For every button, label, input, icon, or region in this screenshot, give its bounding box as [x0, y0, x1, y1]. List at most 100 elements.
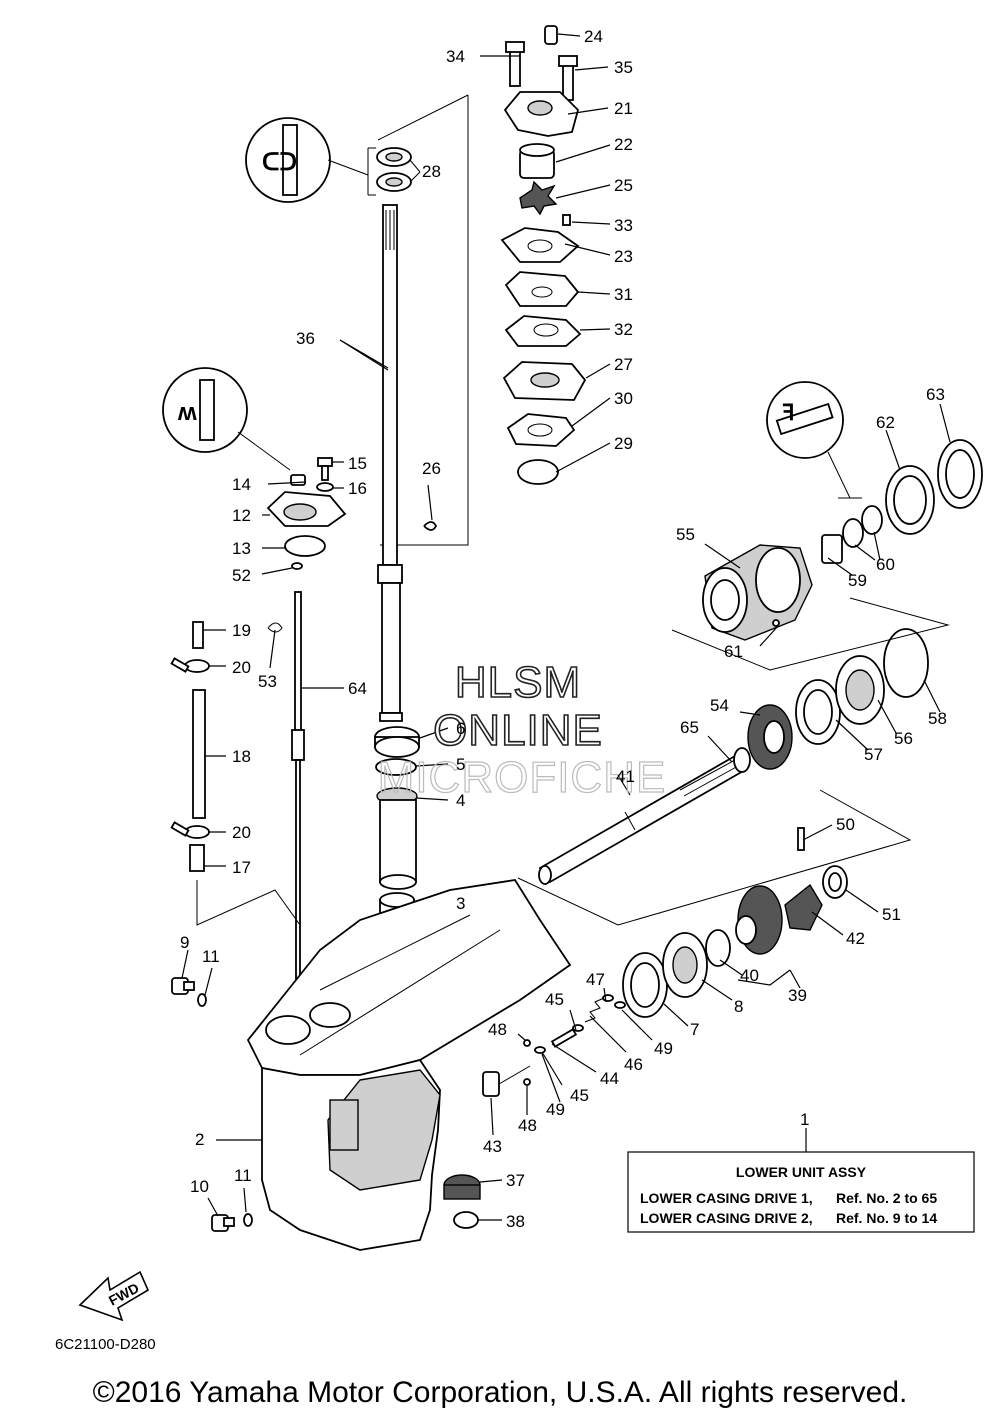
callout-33: 33 — [614, 216, 633, 235]
callout-26: 26 — [422, 459, 441, 478]
callout-19: 19 — [232, 621, 251, 640]
callout-30: 30 — [614, 389, 633, 408]
callout-13: 13 — [232, 539, 251, 558]
callout-53: 53 — [258, 672, 277, 691]
prop-shaft-box — [517, 789, 912, 926]
callout-8: 8 — [734, 997, 743, 1016]
callout-20a: 20 — [232, 658, 251, 677]
water-pump-leaders — [480, 33, 611, 473]
callout-39: 39 — [788, 986, 807, 1005]
callout-61: 61 — [724, 642, 743, 661]
casing-leaders — [181, 949, 262, 1217]
reverse-gear-group — [622, 827, 848, 1018]
callout-27: 27 — [614, 355, 633, 374]
callout-58: 58 — [928, 709, 947, 728]
shift-plunger-group — [482, 994, 626, 1097]
forward-gear-54 — [733, 704, 793, 773]
detail-circle-shift: ʍ — [162, 367, 291, 471]
callout-14: 14 — [232, 475, 251, 494]
callout-9: 9 — [180, 933, 189, 952]
bracket-9 — [196, 880, 301, 926]
detail-circle-housing: ꟻ — [766, 381, 862, 499]
assembly-reference-box: LOWER UNIT ASSY LOWER CASING DRIVE 1, Re… — [627, 1151, 975, 1233]
assy-row1-name: LOWER CASING DRIVE 1, — [640, 1190, 813, 1206]
callout-62: 62 — [876, 413, 895, 432]
callout-24: 24 — [584, 27, 603, 46]
callout-52: 52 — [232, 566, 251, 585]
callout-36: 36 — [296, 329, 315, 348]
callout-28: 28 — [422, 162, 441, 181]
diagram-code: 6C21100-D280 — [55, 1336, 156, 1353]
callout-11a: 11 — [202, 947, 220, 966]
assy-row1-ref: Ref. No. 2 to 65 — [836, 1190, 937, 1206]
callout-63: 63 — [926, 385, 945, 404]
plunger-leaders — [490, 987, 653, 1136]
callout-2: 2 — [195, 1130, 204, 1149]
callout-41: 41 — [616, 767, 635, 786]
assy-title: LOWER UNIT ASSY — [736, 1164, 867, 1180]
callout-50: 50 — [836, 815, 855, 834]
callout-31: 31 — [614, 285, 633, 304]
callout-20b: 20 — [232, 823, 251, 842]
key-26 — [423, 521, 438, 531]
water-pump-stack — [500, 25, 587, 485]
callout-1: 1 — [800, 1110, 809, 1129]
callout-65: 65 — [680, 718, 699, 737]
callout-60: 60 — [876, 555, 895, 574]
callout-45b: 45 — [570, 1086, 589, 1105]
callout-16: 16 — [348, 479, 367, 498]
callout-23: 23 — [614, 247, 633, 266]
drain-plugs — [171, 977, 253, 1232]
svg-text:ꟻ: ꟻ — [782, 400, 795, 425]
lower-casing-2 — [246, 879, 572, 1251]
callout-29: 29 — [614, 434, 633, 453]
pinion-leaders — [478, 1179, 503, 1221]
callout-22: 22 — [614, 135, 633, 154]
callout-43: 43 — [483, 1137, 502, 1156]
callout-3: 3 — [456, 894, 465, 913]
gear-leaders — [617, 403, 951, 1027]
detail-circle-upper: ᑕᑐ — [245, 117, 369, 203]
watermark-line1: HLSM — [455, 658, 581, 707]
callout-56: 56 — [894, 729, 913, 748]
callout-42: 42 — [846, 929, 865, 948]
callout-10: 10 — [190, 1177, 209, 1196]
svg-text:ʍ: ʍ — [177, 399, 197, 426]
callout-4: 4 — [456, 791, 465, 810]
callout-49a: 49 — [546, 1100, 565, 1119]
water-pump-group-bracket — [380, 95, 469, 546]
callout-6: 6 — [456, 719, 465, 738]
callout-35: 35 — [614, 58, 633, 77]
callout-25: 25 — [614, 176, 633, 195]
callout-49b: 49 — [654, 1039, 673, 1058]
callout-32: 32 — [614, 320, 633, 339]
watermark: HLSM ONLINE MICROFICHE — [377, 657, 666, 802]
callout-15: 15 — [348, 454, 367, 473]
callout-45a: 45 — [545, 990, 564, 1009]
assy-row2-ref: Ref. No. 9 to 14 — [836, 1210, 937, 1226]
callout-40: 40 — [740, 966, 759, 985]
callout-12: 12 — [232, 506, 251, 525]
callout-54: 54 — [710, 696, 729, 715]
callout-48b: 48 — [518, 1116, 537, 1135]
callout-51: 51 — [882, 905, 901, 924]
shift-group — [170, 457, 347, 1071]
callout-57: 57 — [864, 745, 883, 764]
callout-55: 55 — [676, 525, 695, 544]
propeller-shaft-housing — [702, 439, 983, 641]
callout-64: 64 — [348, 679, 367, 698]
bearing-group-56 — [795, 628, 929, 745]
copyright-notice: ©2016 Yamaha Motor Corporation, U.S.A. A… — [92, 1376, 908, 1409]
misc-leaders — [339, 339, 807, 1152]
callout-44: 44 — [600, 1069, 619, 1088]
callout-46: 46 — [624, 1055, 643, 1074]
assy-row2-name: LOWER CASING DRIVE 2, — [640, 1210, 813, 1226]
watermark-line2: ONLINE — [433, 706, 603, 755]
callout-21: 21 — [614, 99, 633, 118]
callout-47: 47 — [586, 970, 605, 989]
pinion-gear — [443, 1174, 481, 1229]
callout-48a: 48 — [488, 1020, 507, 1039]
callout-7: 7 — [690, 1020, 699, 1039]
callout-numbers: 1 2 3 4 5 6 7 8 9 10 11 11 12 13 14 15 1… — [180, 27, 947, 1231]
